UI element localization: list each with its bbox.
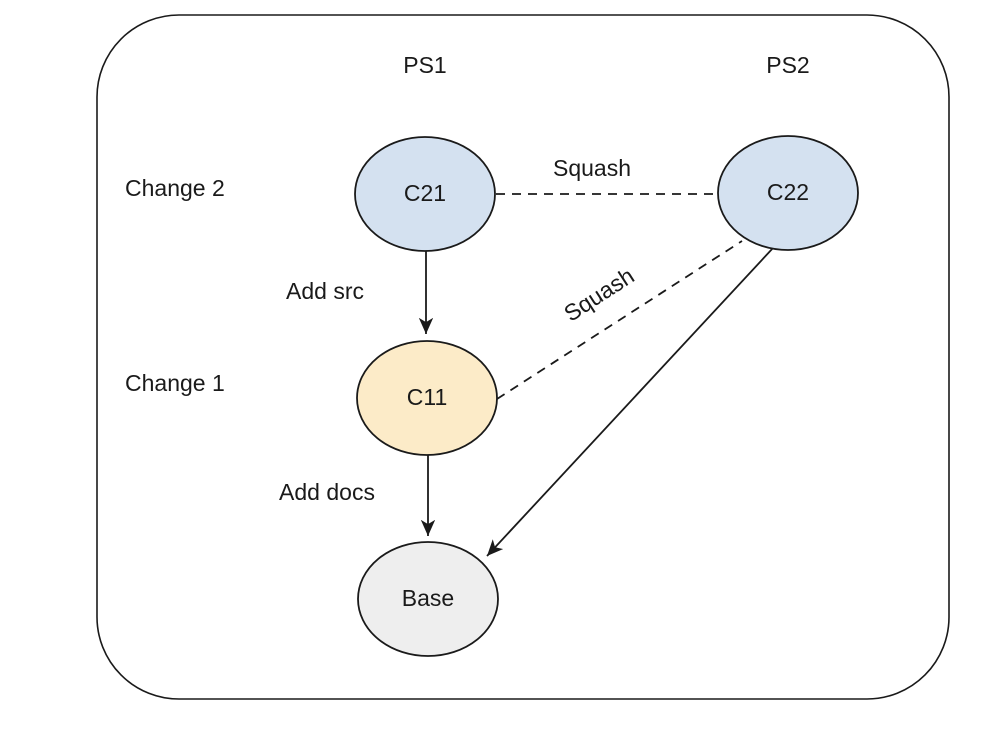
column-header-ps1: PS1 (403, 52, 446, 78)
edge-c22-base (486, 247, 774, 557)
diagram-frame (96, 14, 950, 700)
edge-label-c11-c22-squash: Squash (559, 262, 639, 326)
node-c22-label: C22 (767, 179, 809, 205)
edge-label-c21-c22-squash: Squash (553, 155, 631, 181)
edge-c11-c22 (496, 240, 743, 400)
row-label-change-2: Change 2 (125, 175, 225, 201)
node-c22[interactable]: C22 (717, 135, 859, 251)
node-c21[interactable]: C21 (354, 136, 496, 252)
node-base[interactable]: Base (357, 541, 499, 657)
node-c21-label: C21 (404, 180, 446, 206)
node-c11[interactable]: C11 (356, 340, 498, 456)
edge-label-c21-c11-add-src: Add src (286, 278, 364, 304)
edge-label-c11-base-add-docs: Add docs (279, 479, 375, 505)
node-c21-shape[interactable] (354, 136, 496, 252)
row-label-change-1: Change 1 (125, 370, 225, 396)
node-c11-shape[interactable] (356, 340, 498, 456)
node-c22-shape[interactable] (717, 135, 859, 251)
node-c11-label: C11 (407, 384, 448, 410)
column-header-ps2: PS2 (766, 52, 809, 78)
node-base-label: Base (402, 585, 454, 611)
node-base-shape[interactable] (357, 541, 499, 657)
